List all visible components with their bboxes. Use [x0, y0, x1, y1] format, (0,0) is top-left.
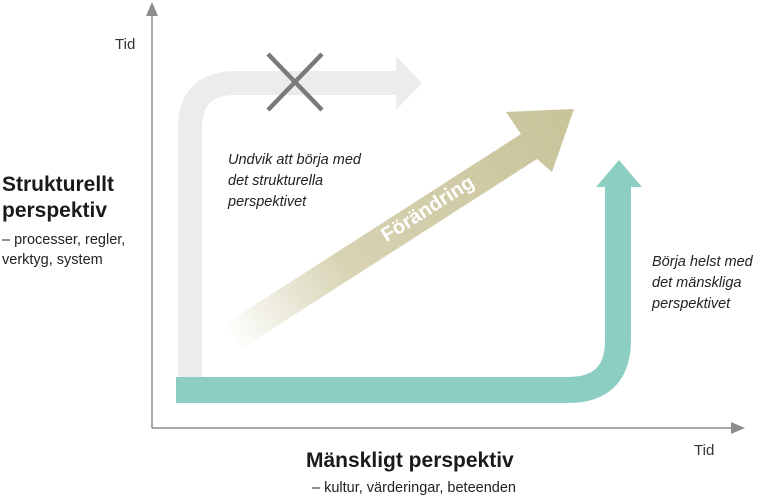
human-subtitle: – kultur, värderingar, beteenden: [312, 480, 516, 496]
human-title: Mänskligt perspektiv: [306, 449, 514, 472]
y-axis-label: Tid: [115, 36, 136, 53]
human-path-arrowhead: [596, 160, 642, 187]
x-axis-label: Tid: [694, 442, 715, 459]
structural-title-line2: perspektiv: [2, 199, 108, 222]
cross-icon: [266, 52, 324, 112]
prefer-note-line1: Börja helst med: [652, 254, 753, 270]
structural-subtitle-line2: verktyg, system: [2, 252, 103, 268]
structural-path-arrowhead: [396, 56, 422, 110]
structural-heading: Strukturellt perspektiv – processer, reg…: [2, 172, 125, 270]
avoid-note-line3: perspektivet: [228, 194, 307, 210]
human-heading: Mänskligt perspektiv – kultur, värdering…: [306, 448, 516, 498]
avoid-note: Undvik att börja med det strukturella pe…: [228, 150, 361, 213]
x-axis-arrowhead: [731, 422, 745, 434]
y-axis-arrowhead: [146, 2, 158, 16]
avoid-note-line2: det strukturella: [228, 173, 324, 189]
prefer-note: Börja helst med det mänskliga perspektiv…: [652, 252, 753, 315]
structural-title-line1: Strukturellt: [2, 173, 115, 196]
human-path: [176, 184, 631, 403]
prefer-note-line3: perspektivet: [652, 296, 731, 312]
change-arrow: [225, 109, 574, 349]
prefer-note-line2: det mänskliga: [652, 275, 742, 291]
structural-path: [178, 71, 400, 378]
structural-subtitle-line1: – processer, regler,: [2, 232, 126, 248]
avoid-note-line1: Undvik att börja med: [228, 152, 361, 168]
change-arrow-label: Förändring: [377, 171, 478, 246]
